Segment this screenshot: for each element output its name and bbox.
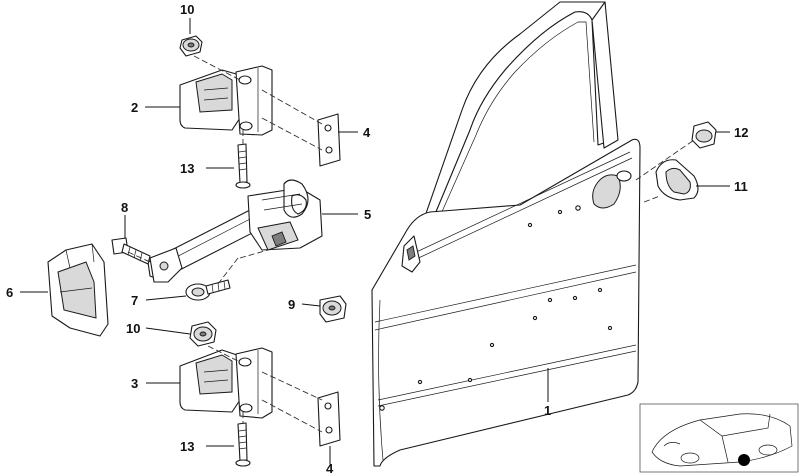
callout-8: 8 bbox=[121, 200, 128, 215]
door-check-bolt bbox=[111, 237, 151, 265]
door-check-retainer bbox=[47, 243, 109, 337]
callout-7: 7 bbox=[131, 293, 138, 308]
callout-5: 5 bbox=[364, 207, 371, 222]
callout-6: 6 bbox=[6, 285, 13, 300]
callout-13-bottom: 13 bbox=[180, 439, 194, 454]
upper-hinge-nut bbox=[179, 35, 203, 57]
lower-door-hinge bbox=[179, 347, 273, 419]
lower-hinge-bolt bbox=[235, 422, 251, 467]
lower-hinge-nut bbox=[189, 321, 217, 347]
callout-labels: 10 2 4 13 8 5 6 7 9 10 3 13 4 1 12 11 bbox=[6, 2, 748, 473]
callout-2: 2 bbox=[131, 100, 138, 115]
leader-lines bbox=[20, 18, 730, 464]
callout-4-top: 4 bbox=[363, 125, 371, 140]
lock-cylinder-plug bbox=[691, 121, 717, 149]
assembly-lines bbox=[127, 55, 695, 433]
lower-hinge-plate bbox=[317, 391, 341, 447]
callout-4-bottom: 4 bbox=[326, 461, 334, 473]
upper-door-hinge bbox=[179, 65, 273, 136]
callout-10-bottom: 10 bbox=[126, 321, 140, 336]
door-check-grommet bbox=[319, 295, 347, 323]
callout-1: 1 bbox=[544, 403, 551, 418]
callout-10-top: 10 bbox=[180, 2, 194, 17]
callout-13-top: 13 bbox=[180, 161, 194, 176]
callout-3: 3 bbox=[131, 376, 138, 391]
front-door-shell bbox=[371, 1, 641, 467]
upper-hinge-bolt bbox=[235, 143, 251, 189]
door-check-screw bbox=[185, 279, 231, 301]
handle-gasket bbox=[655, 159, 699, 201]
callout-11: 11 bbox=[734, 179, 748, 194]
vehicle-locator-thumbnail bbox=[639, 403, 799, 473]
callout-12: 12 bbox=[734, 125, 748, 140]
callout-9: 9 bbox=[288, 297, 295, 312]
door-location-marker bbox=[738, 454, 750, 466]
door-check-strap bbox=[147, 179, 323, 283]
upper-hinge-plate bbox=[317, 113, 341, 167]
